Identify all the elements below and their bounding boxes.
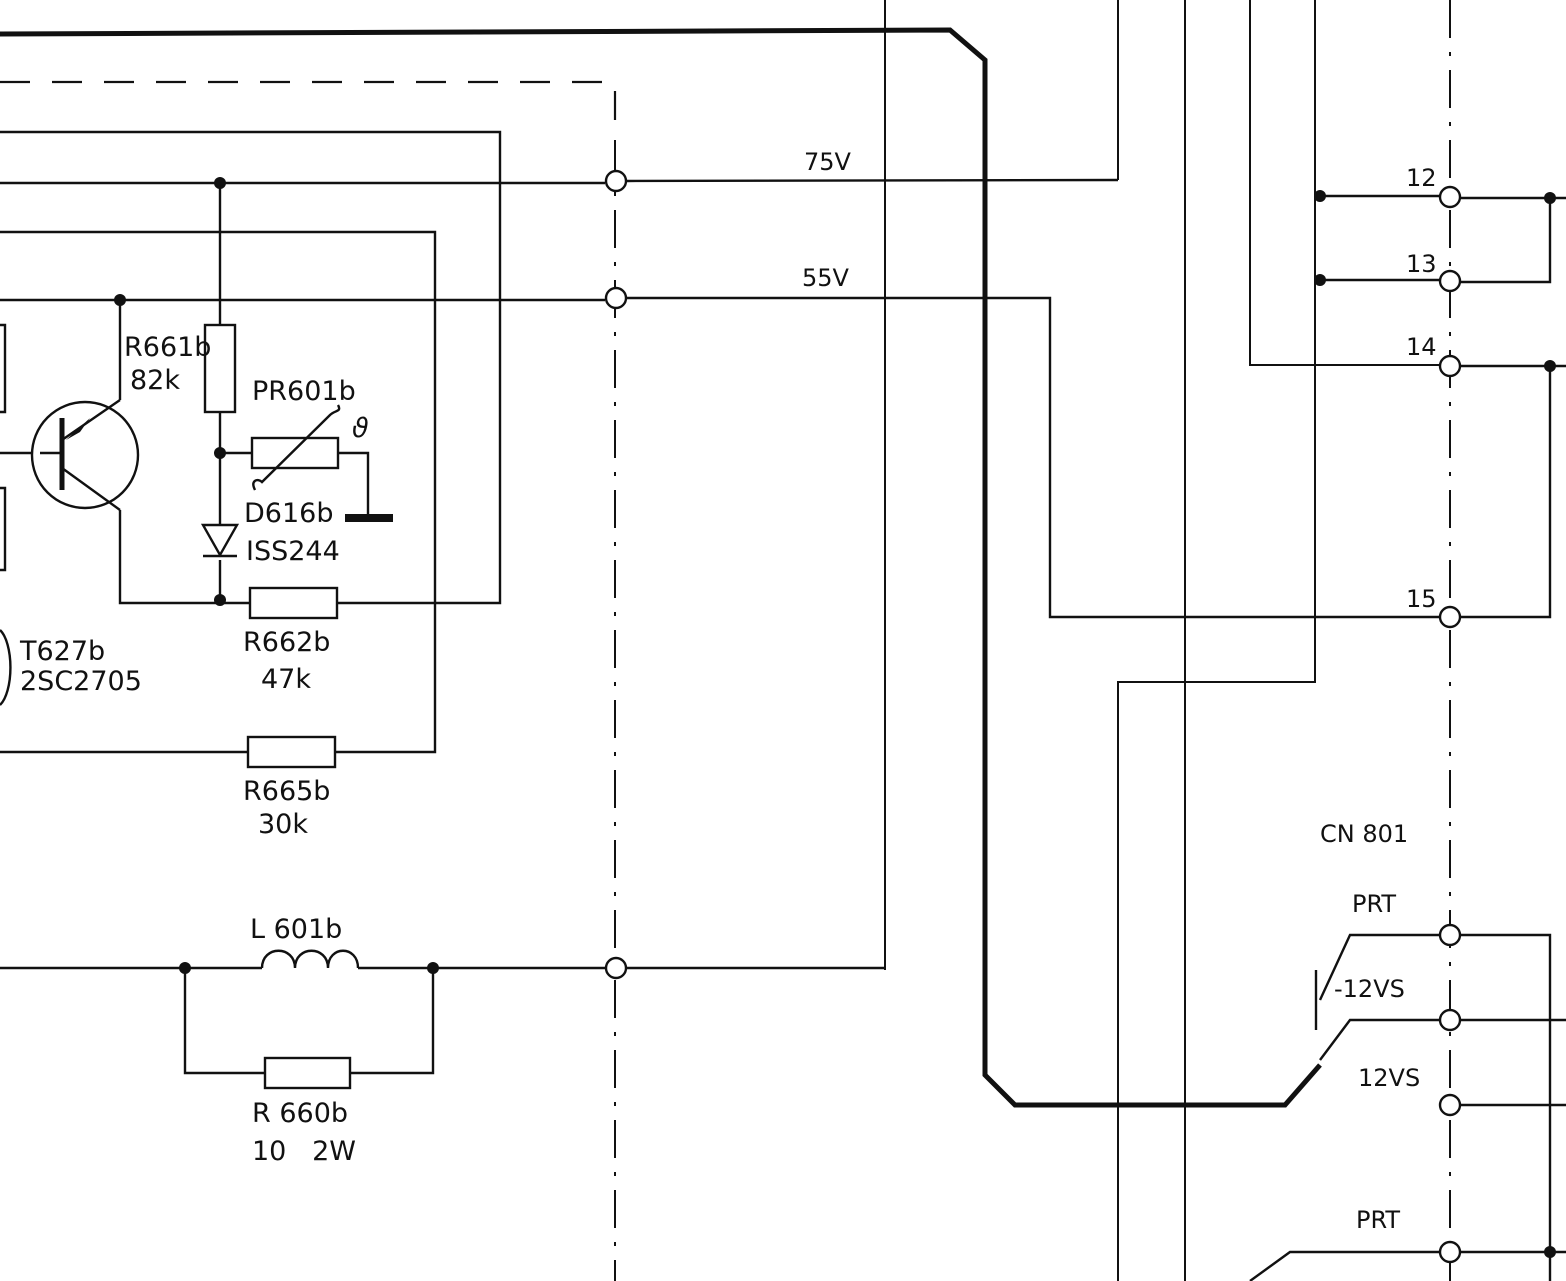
signal-label-prt-1: PRT [1352,890,1396,918]
terminal-l601 [604,956,628,980]
net-label-55v: 55V [802,264,850,292]
junction-dot [214,594,226,606]
junction-dot [114,294,126,306]
signal-label-m12vs: -12VS [1334,975,1405,1003]
wire-prt-1 [1318,933,1552,1281]
terminal-12vs [1438,1093,1462,1117]
r665b-ref: R665b [243,776,330,807]
pin-label-12: 12 [1406,164,1437,192]
junction-dot [1314,190,1326,202]
inductor-l601b [260,949,360,969]
pin-label-15: 15 [1406,585,1437,613]
terminal-pin-12 [1438,185,1462,209]
r662b-value: 47k [261,664,311,695]
terminal-pin-14 [1438,354,1462,378]
t627b-ref: T627b [19,636,105,667]
r665b-value: 30k [258,809,308,840]
wire-transistor-collector [118,510,220,605]
thermistor-arrow [252,404,341,491]
transistor-leads [40,399,121,511]
pr601b-ref: PR601b [252,376,356,407]
partial-circle-left [0,629,12,706]
r661b-value: 82k [130,365,180,396]
transistor-t627b-body [30,400,140,510]
wire-prt-2 [1249,1250,1566,1281]
r662b-ref: R662b [243,627,330,658]
junction-dot [1314,274,1326,286]
wire-pin-15 [1460,366,1552,619]
wire-loop-inner [0,230,437,754]
junction-dot [427,962,439,974]
junction-dot [214,447,226,459]
wire-pin-13 [1320,198,1552,284]
thick-bus-wire [0,27,1322,1108]
terminal-pin-15 [1438,605,1462,629]
resistor-r662b [248,586,339,620]
wire-r660-parallel [183,968,435,1075]
terminal-prt-1 [1438,923,1462,947]
wire-75v [0,178,1119,185]
resistor-r665b [246,735,337,769]
junction-dot [1544,1246,1556,1258]
ground-bar [345,514,393,522]
r661b-ref: R661b [124,332,211,363]
d616b-ref: D616b [244,498,333,529]
net-label-75v: 75V [804,148,852,176]
transistor-arrow [66,418,90,440]
pin-label-13: 13 [1406,250,1437,278]
diode-d616b [200,523,240,558]
terminal-55v [604,286,628,310]
wire-m12vs [1319,1018,1566,1061]
thermistor-pr601b [250,436,340,470]
signal-label-prt-2: PRT [1356,1206,1400,1234]
pin-label-14: 14 [1406,333,1437,361]
terminal-prt-2 [1438,1240,1462,1264]
junction-dot [179,962,191,974]
wire-55v [0,296,1440,619]
junction-dot [1544,360,1556,372]
bus-line-vertical [1249,0,1450,366]
l601b-ref: L 601b [250,914,342,945]
partial-resistor-left [0,323,7,572]
signal-label-12vs: 12VS [1358,1064,1420,1092]
resistor-r661b [203,323,237,414]
d616b-value: ISS244 [246,536,340,567]
bus-line-vertical [1117,0,1316,1281]
r660b-ref: R 660b [252,1098,348,1129]
pr601b-theta-symbol: ϑ [352,413,369,444]
junction-dot [214,177,226,189]
terminal-75v [604,169,628,193]
shield-boundary-dashed [0,80,617,120]
connector-name-cn801: CN 801 [1320,820,1408,848]
terminal-m12vs [1438,1008,1462,1032]
junction-dot [1544,192,1556,204]
r660b-value: 10 2W [252,1136,356,1167]
terminal-pin-13 [1438,269,1462,293]
resistor-r660b [263,1056,352,1090]
wire-loop-outer [0,130,502,605]
t627b-value: 2SC2705 [20,666,142,697]
